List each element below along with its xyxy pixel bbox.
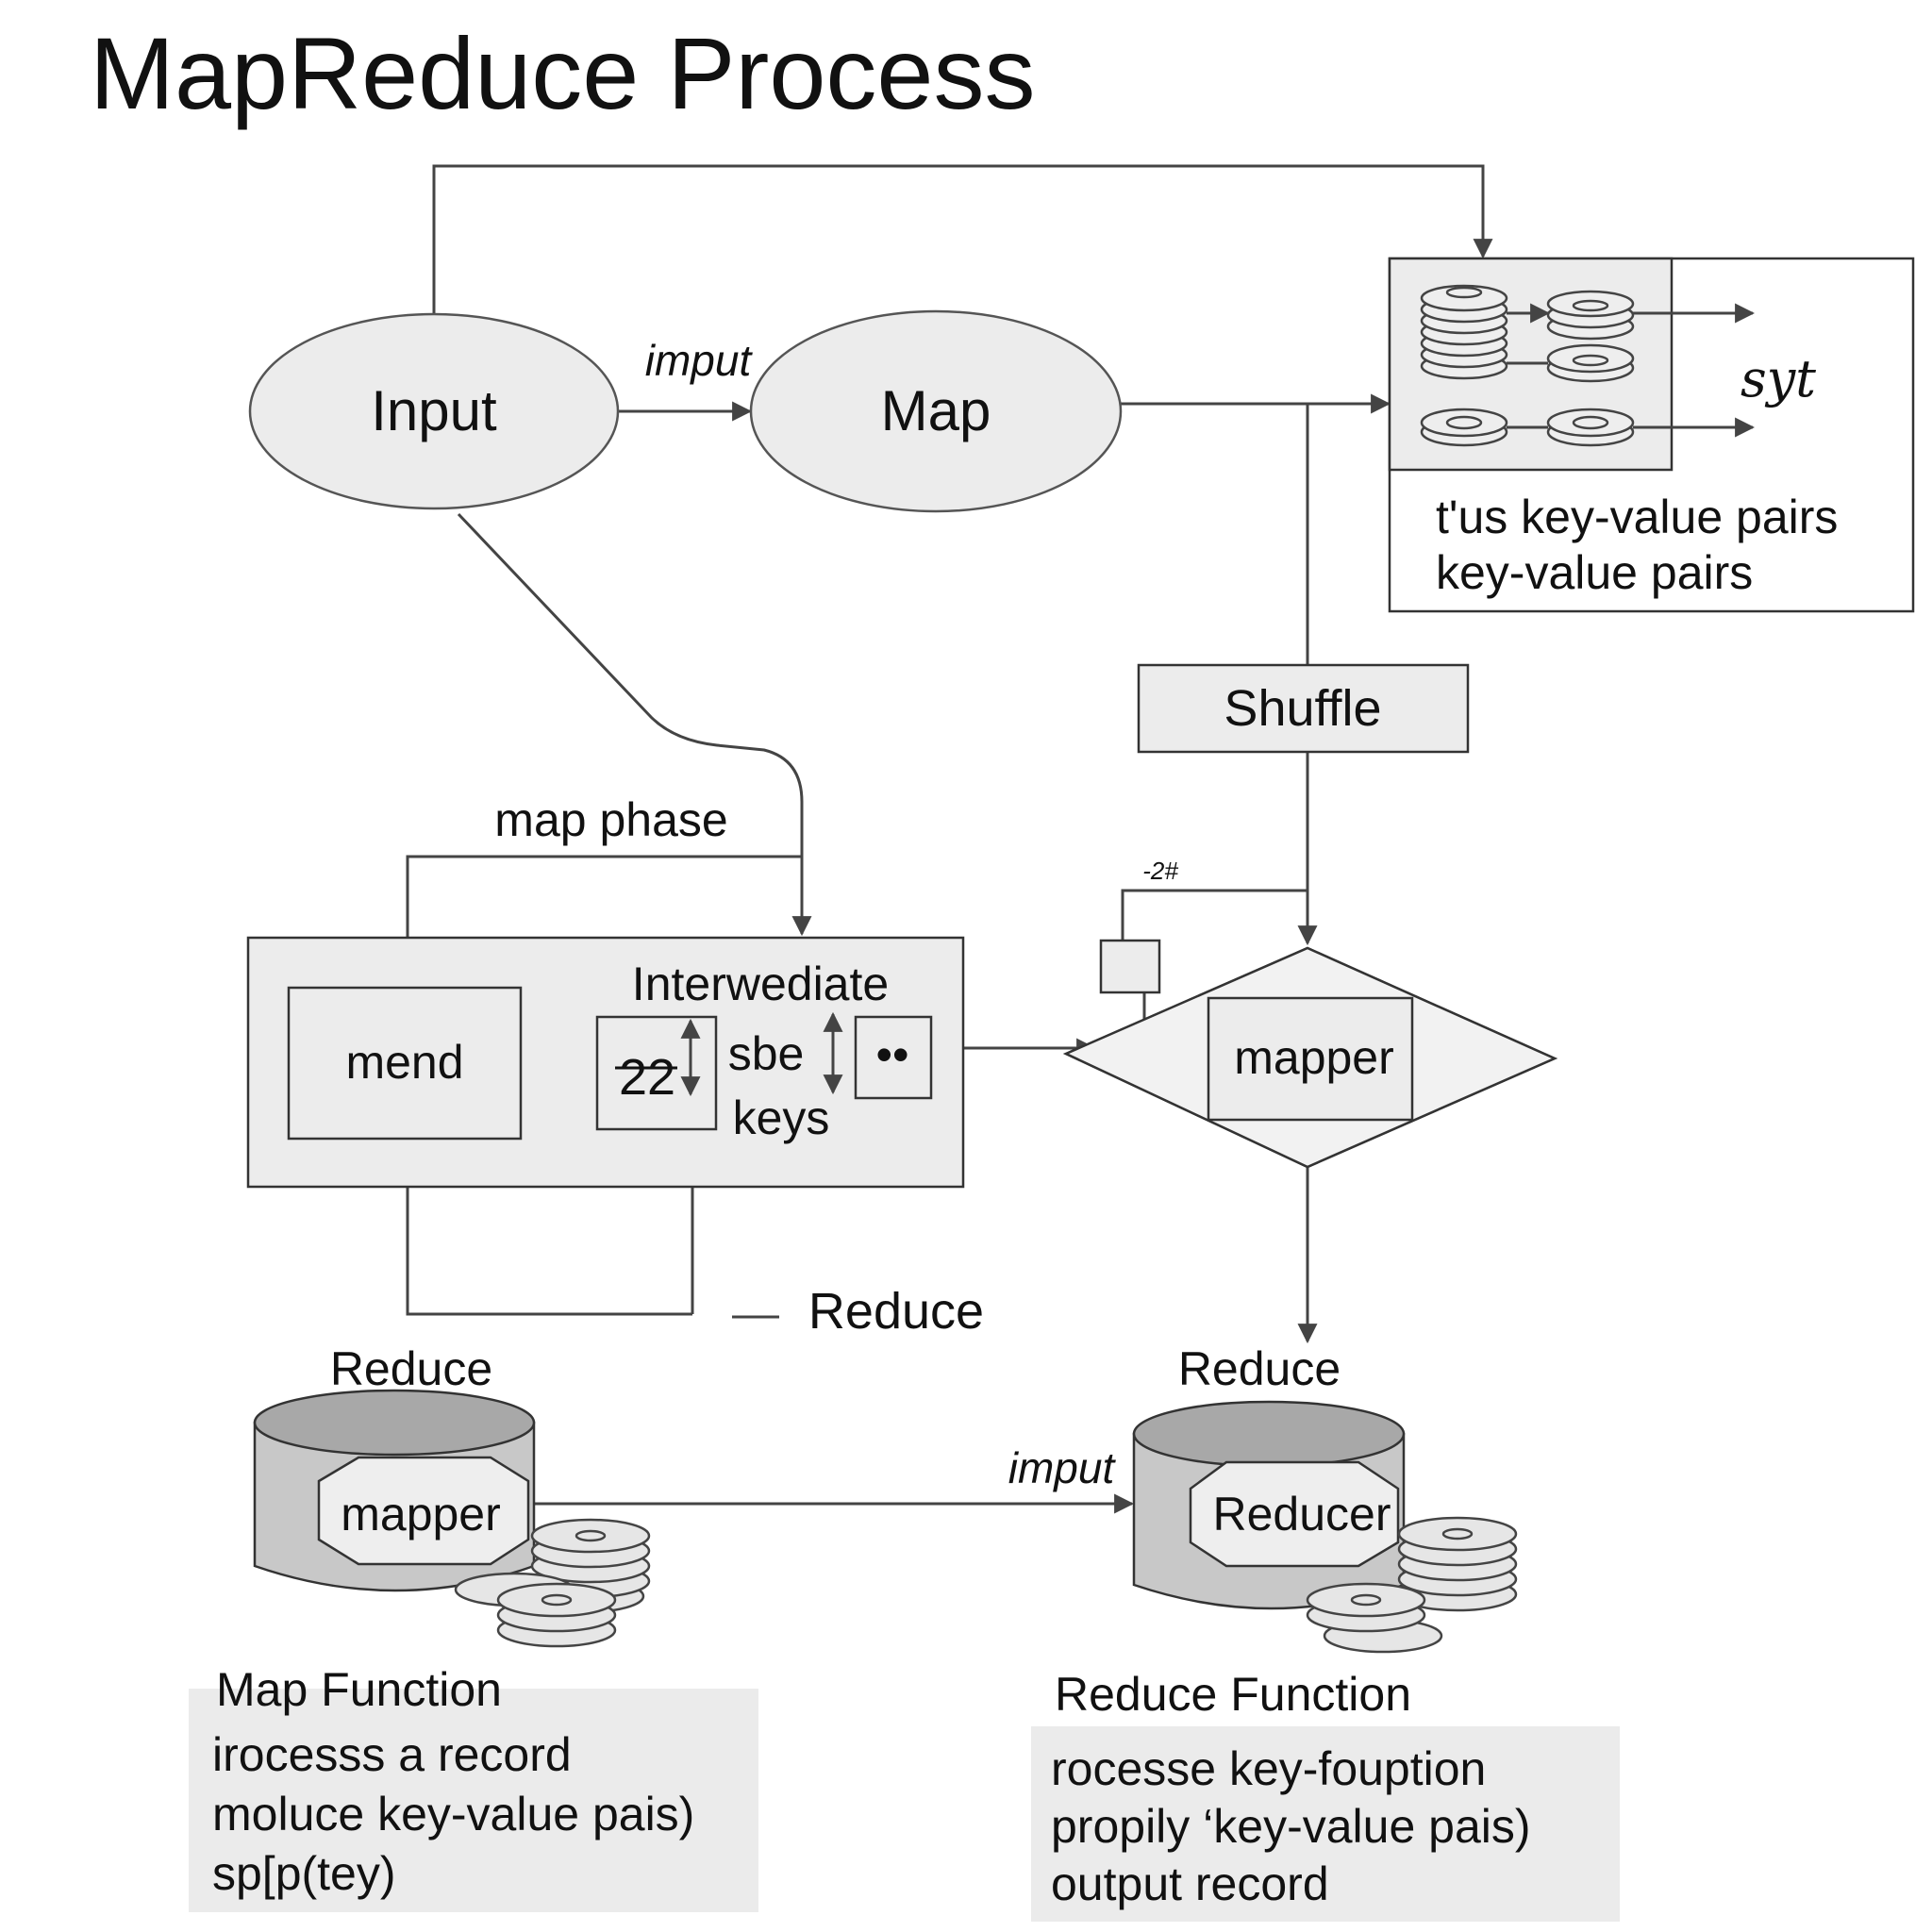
disk-icon — [1420, 408, 1508, 447]
reducer-disk-label: Reducer — [1213, 1488, 1391, 1541]
shuffle-node — [1137, 663, 1470, 754]
reduce-loop-connector — [397, 1141, 692, 1316]
reduce-function-line: propily ‘key-value pais) — [1051, 1800, 1531, 1853]
input-to-intermediate-connector — [457, 512, 812, 937]
disk-pile-icon — [1306, 1516, 1518, 1654]
reduce-right-label: Reduce — [1178, 1342, 1341, 1395]
map-phase-label: map phase — [494, 793, 727, 846]
dots-box — [854, 1015, 933, 1100]
map-function-panel — [189, 1689, 758, 1912]
mapper-inner-box — [1207, 996, 1414, 1122]
output-caption: syt — [1740, 349, 1816, 408]
reduce-function-heading: Reduce Function — [1055, 1668, 1411, 1721]
small-label: -2# — [1142, 857, 1178, 885]
input-to-output-connector — [432, 164, 1493, 314]
imput-bottom-label: imput — [1008, 1443, 1117, 1492]
intermediate-label: Interwediate — [632, 958, 889, 1010]
keys-label: keys — [733, 1091, 830, 1144]
mend-node — [287, 986, 523, 1141]
disk-stack-icon — [1420, 284, 1508, 380]
sbe-label: sbe — [728, 1027, 805, 1080]
map-function-line: moluce key-value pais) — [212, 1788, 694, 1840]
input-label: Input — [371, 379, 497, 442]
disk-stack-icon — [1546, 290, 1635, 383]
reduce-function-panel — [1031, 1726, 1620, 1922]
map-label: Map — [881, 379, 991, 442]
small-square-connector — [1121, 889, 1307, 941]
disk-icon — [1546, 408, 1635, 447]
output-line-2: key-value pairs — [1436, 546, 1753, 599]
map-node — [749, 309, 1123, 513]
shuffle-label: Shuffle — [1224, 680, 1381, 737]
keys-count-label: 22 — [619, 1049, 675, 1106]
reduce-dash-label: Reduce — [808, 1283, 984, 1340]
mapper-disk-label: mapper — [341, 1488, 501, 1541]
map-function-line: irocesss a record — [212, 1728, 572, 1781]
small-square — [1099, 939, 1161, 994]
diagram-title: MapReduce Process — [90, 16, 1035, 130]
dots-label: •• — [875, 1028, 908, 1081]
mend-label: mend — [345, 1036, 463, 1089]
reduce-left-label: Reduce — [330, 1342, 492, 1395]
disk-pile-icon — [454, 1518, 651, 1648]
map-function-line: sp[p(tey) — [212, 1847, 396, 1900]
output-line-1: t'us key-value pairs — [1436, 491, 1838, 543]
reduce-function-line: output record — [1051, 1857, 1329, 1910]
input-node — [248, 312, 620, 510]
reducer-storage-node — [1132, 1400, 1406, 1610]
mapper-storage-node — [253, 1389, 536, 1592]
input-arrow-label: imput — [645, 336, 754, 385]
map-function-heading: Map Function — [216, 1663, 502, 1716]
reduce-function-line: rocesse key-fouption — [1051, 1742, 1486, 1795]
mapper-diamond-label: mapper — [1234, 1031, 1394, 1084]
